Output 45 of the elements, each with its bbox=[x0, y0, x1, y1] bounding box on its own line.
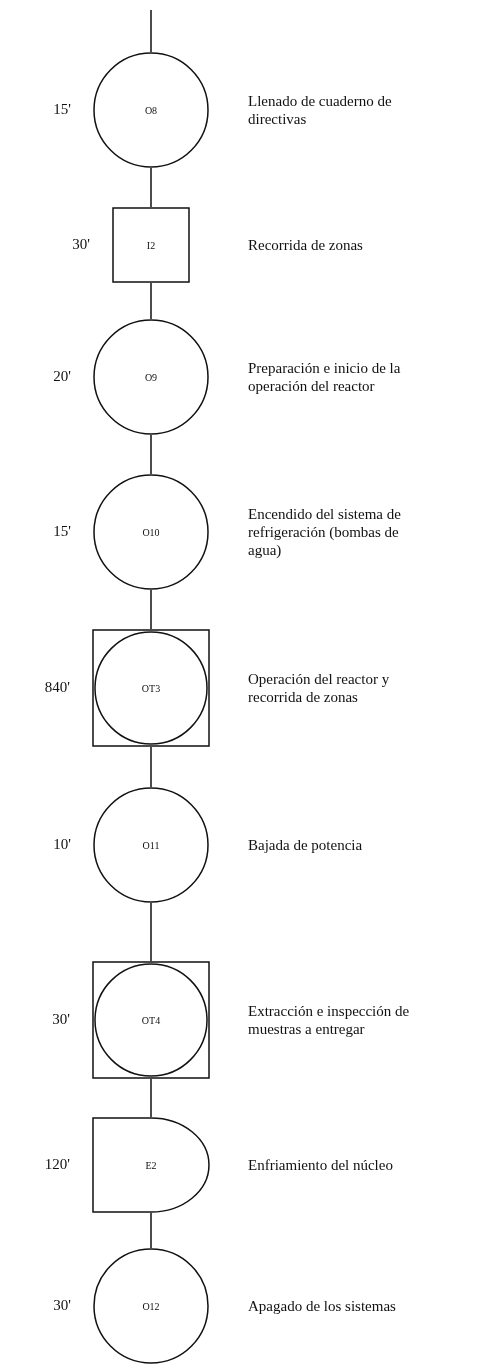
connector-line bbox=[150, 9, 152, 53]
operation-circle bbox=[93, 474, 209, 590]
connector-line bbox=[150, 902, 152, 962]
step-description: Preparación e inicio de la operación del reactor bbox=[248, 359, 402, 395]
duration-label: 30' bbox=[52, 1011, 70, 1028]
delay-symbol bbox=[92, 1117, 210, 1213]
step-description: Encendido del sistema de refrigeración (bombas de agua) bbox=[248, 505, 402, 559]
step-description: Bajada de potencia bbox=[248, 836, 364, 854]
connector-line bbox=[150, 282, 152, 320]
connector-line bbox=[150, 1078, 152, 1118]
duration-label: 30' bbox=[53, 1297, 71, 1314]
connector-line bbox=[150, 1212, 152, 1249]
operation-circle bbox=[93, 787, 209, 903]
duration-label: 30' bbox=[72, 236, 90, 253]
duration-label: 20' bbox=[53, 368, 71, 385]
connector-line bbox=[150, 589, 152, 630]
duration-label: 840' bbox=[44, 679, 70, 696]
duration-label: 15' bbox=[53, 101, 71, 118]
operation-circle bbox=[93, 319, 209, 435]
symbol-code: O12 bbox=[142, 1300, 160, 1312]
duration-label: 15' bbox=[53, 523, 71, 540]
step-description: Llenado de cuaderno de directivas bbox=[248, 92, 393, 128]
symbol-code: OT3 bbox=[141, 682, 161, 694]
symbol-code: E2 bbox=[145, 1159, 157, 1171]
step-description: Recorrida de zonas bbox=[248, 236, 364, 254]
operation-circle bbox=[93, 52, 209, 168]
symbol-code: I2 bbox=[146, 239, 156, 251]
combined-operation-symbol bbox=[92, 961, 210, 1079]
step-description: Extracción e inspección de muestras a entregar bbox=[248, 1002, 411, 1038]
symbol-code: OT4 bbox=[141, 1014, 161, 1026]
step-description: Apagado de los sistemas bbox=[248, 1297, 397, 1315]
symbol-code: O8 bbox=[144, 104, 158, 116]
symbol-code: O10 bbox=[142, 526, 160, 538]
symbol-code: O9 bbox=[144, 371, 158, 383]
connector-line bbox=[150, 167, 152, 208]
combined-operation-symbol bbox=[92, 629, 210, 747]
step-description: Enfriamiento del núcleo bbox=[248, 1156, 394, 1174]
duration-label: 120' bbox=[44, 1156, 70, 1173]
step-description: Operación del reactor y recorrida de zonas bbox=[248, 670, 391, 706]
symbol-code: O11 bbox=[142, 839, 160, 851]
duration-label: 10' bbox=[53, 836, 71, 853]
inspection-square bbox=[112, 207, 190, 283]
operation-circle bbox=[93, 1248, 209, 1364]
connector-line bbox=[150, 746, 152, 788]
connector-line bbox=[150, 434, 152, 475]
